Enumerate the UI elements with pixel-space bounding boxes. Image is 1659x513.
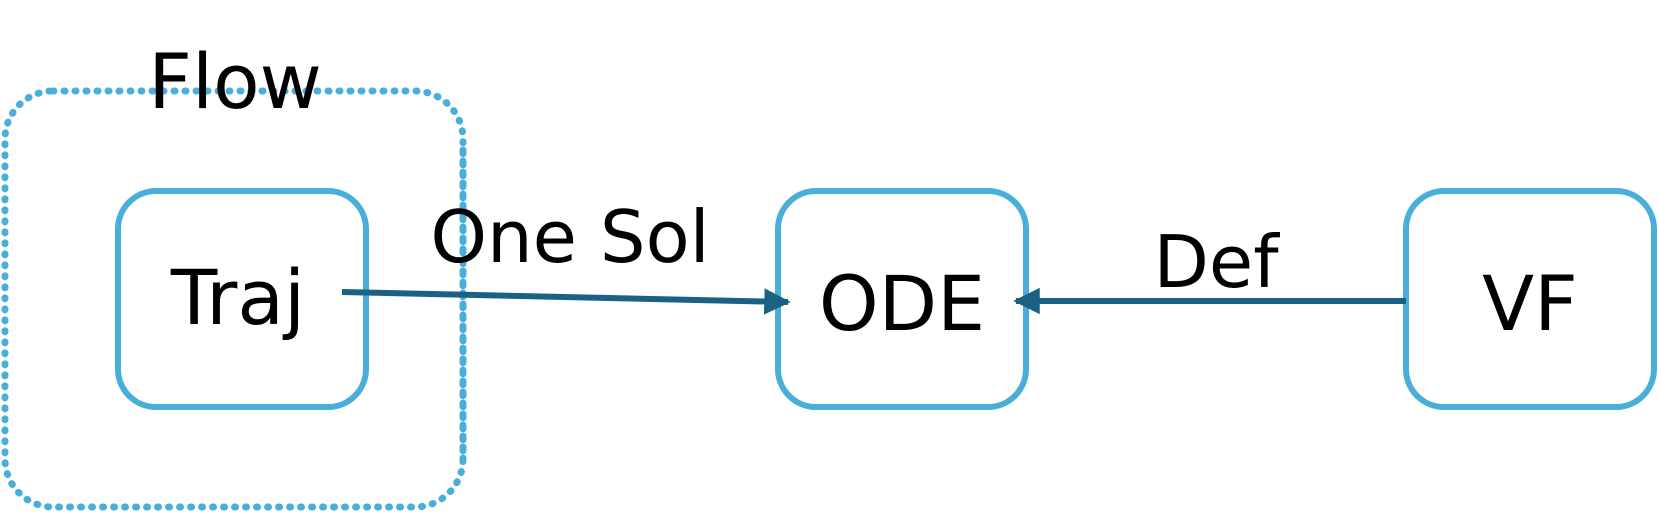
edge-vf-to-ode: Def bbox=[1013, 220, 1406, 315]
node-ode-label: ODE bbox=[819, 259, 985, 348]
node-ode: ODE bbox=[775, 188, 1029, 410]
node-traj-box bbox=[115, 188, 369, 410]
edge-traj-to-ode-line bbox=[341, 288, 791, 315]
group-flow-label: Flow bbox=[148, 37, 322, 126]
edge-vf-to-ode-label: Def bbox=[1153, 220, 1280, 304]
node-traj-label: Traj bbox=[170, 253, 305, 342]
node-vf-label: VF bbox=[1482, 259, 1578, 348]
node-vf: VF bbox=[1403, 188, 1657, 410]
node-traj: Traj bbox=[115, 188, 369, 410]
edge-traj-to-ode-label: One Sol bbox=[430, 195, 709, 279]
edge-traj-to-ode: One Sol bbox=[341, 195, 791, 315]
group-flow-border bbox=[1, 87, 467, 511]
group-flow: Flow bbox=[1, 37, 467, 511]
